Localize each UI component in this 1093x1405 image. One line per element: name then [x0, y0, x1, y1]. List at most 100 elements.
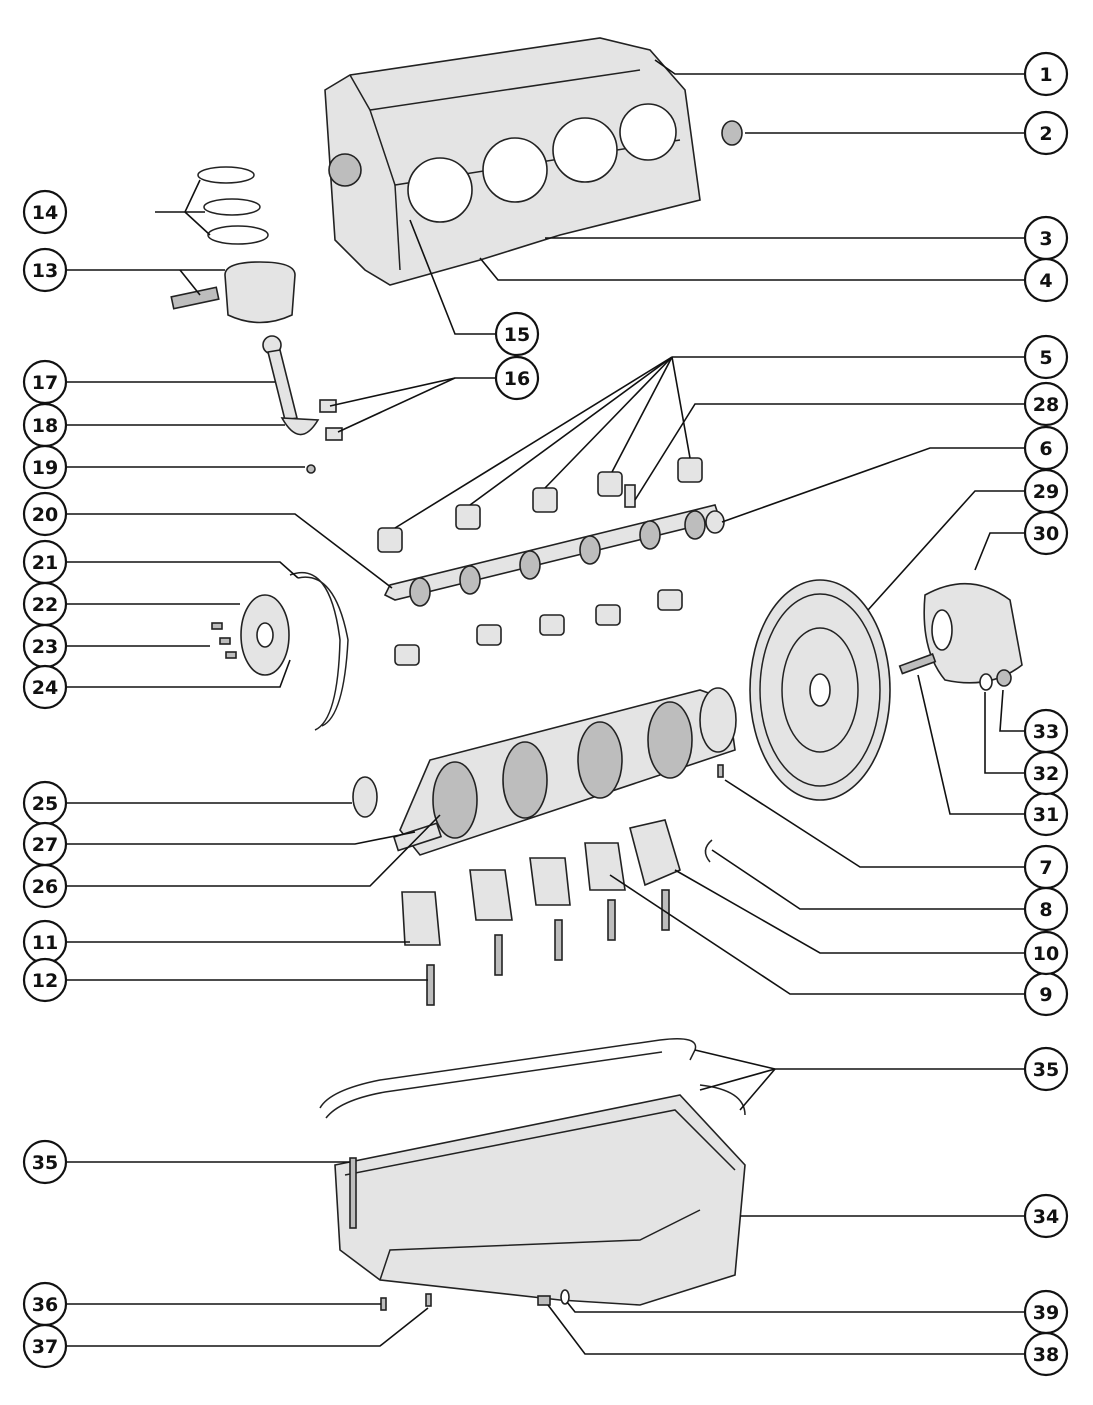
- dipstick-tube: [349, 1157, 357, 1229]
- callout-31: 31: [1023, 791, 1069, 837]
- callout-15: 15: [494, 311, 540, 357]
- rod-bearings: [319, 399, 343, 441]
- crankshaft-sprocket: [352, 776, 378, 818]
- main-bearings: [394, 589, 683, 666]
- callout-25: 25: [22, 780, 68, 826]
- drain-plug: [537, 1295, 551, 1306]
- callout-8-label: 8: [1039, 899, 1052, 921]
- callout-2-label: 2: [1039, 123, 1052, 145]
- flywheel: [749, 579, 891, 801]
- callout-35-lower-label: 35: [32, 1152, 58, 1174]
- callout-13-label: 13: [32, 260, 58, 282]
- callout-29-label: 29: [1033, 481, 1059, 503]
- timing-set: [211, 571, 349, 731]
- callout-14: 14: [22, 189, 68, 235]
- callout-24-label: 24: [32, 677, 58, 699]
- callout-16-label: 16: [504, 368, 530, 390]
- callout-38-label: 38: [1033, 1344, 1059, 1366]
- callout-33-label: 33: [1033, 721, 1059, 743]
- oil-pan: [334, 1094, 746, 1306]
- drive-coupler: [923, 582, 1023, 684]
- callout-34: 34: [1023, 1193, 1069, 1239]
- callout-35-upper-label: 35: [1033, 1059, 1059, 1081]
- callout-19-label: 19: [32, 457, 58, 479]
- callout-5: 5: [1023, 334, 1069, 380]
- callout-38: 38: [1023, 1331, 1069, 1377]
- callout-26-label: 26: [32, 876, 58, 898]
- callout-32-label: 32: [1033, 763, 1059, 785]
- callout-16: 16: [494, 355, 540, 401]
- cylinder-block: [324, 37, 701, 286]
- callout-1: 1: [1023, 51, 1069, 97]
- callout-13: 13: [22, 247, 68, 293]
- callout-10: 10: [1023, 930, 1069, 976]
- callout-20-label: 20: [32, 504, 58, 526]
- callout-4-label: 4: [1039, 270, 1052, 292]
- callout-30-label: 30: [1033, 523, 1059, 545]
- crankshaft: [392, 687, 737, 856]
- main-cap-bolts: [426, 889, 670, 1006]
- callout-31-label: 31: [1033, 804, 1059, 826]
- callout-23-label: 23: [32, 636, 58, 658]
- callout-7: 7: [1023, 844, 1069, 890]
- callout-9-label: 9: [1039, 984, 1052, 1006]
- callout-33: 33: [1023, 708, 1069, 754]
- callout-18: 18: [22, 402, 68, 448]
- callout-22-label: 22: [32, 594, 58, 616]
- callout-12: 12: [22, 957, 68, 1003]
- cam-bearings: [377, 457, 703, 553]
- callout-30: 30: [1023, 510, 1069, 556]
- connecting-rod: [262, 335, 320, 474]
- callout-9: 9: [1023, 971, 1069, 1017]
- callout-24: 24: [22, 664, 68, 710]
- oil-pan-gaskets: [319, 1038, 746, 1119]
- stud: [898, 653, 937, 675]
- callout-6: 6: [1023, 425, 1069, 471]
- callout-8: 8: [1023, 886, 1069, 932]
- callout-17-label: 17: [32, 372, 58, 394]
- piston: [170, 261, 296, 324]
- callout-11-label: 11: [32, 932, 58, 954]
- callout-21-label: 21: [32, 552, 58, 574]
- callout-12-label: 12: [32, 970, 58, 992]
- callout-27: 27: [22, 821, 68, 867]
- callout-1-label: 1: [1039, 64, 1052, 86]
- callout-23: 23: [22, 623, 68, 669]
- callout-3-label: 3: [1039, 228, 1052, 250]
- drain-plug-gasket: [560, 1289, 570, 1305]
- piston-rings: [197, 166, 269, 245]
- callout-6-label: 6: [1039, 438, 1052, 460]
- callout-35-lower: 35: [22, 1139, 68, 1185]
- callout-7-label: 7: [1039, 857, 1052, 879]
- callout-22: 22: [22, 581, 68, 627]
- callout-39: 39: [1023, 1289, 1069, 1335]
- rear-seal: [704, 839, 713, 863]
- callout-10-label: 10: [1033, 943, 1059, 965]
- callout-28: 28: [1023, 381, 1069, 427]
- leader-lines: [66, 59, 1025, 1355]
- callout-3: 3: [1023, 215, 1069, 261]
- oil-pan-bolt: [380, 1297, 387, 1311]
- callout-32: 32: [1023, 750, 1069, 796]
- callout-37-label: 37: [32, 1336, 58, 1358]
- expansion-plug: [721, 120, 743, 146]
- callout-11: 11: [22, 919, 68, 965]
- nut: [996, 669, 1012, 687]
- callout-36-label: 36: [32, 1294, 58, 1316]
- callout-36: 36: [22, 1281, 68, 1327]
- callout-37: 37: [22, 1323, 68, 1369]
- callout-19: 19: [22, 444, 68, 490]
- main-bearing-caps: [401, 819, 681, 946]
- callout-15-label: 15: [504, 324, 530, 346]
- callout-35-upper: 35: [1023, 1046, 1069, 1092]
- callout-28-label: 28: [1033, 394, 1059, 416]
- callout-2: 2: [1023, 110, 1069, 156]
- callout-34-label: 34: [1033, 1206, 1059, 1228]
- crank-key: [717, 764, 724, 778]
- camshaft: [383, 484, 725, 607]
- callout-21: 21: [22, 539, 68, 585]
- callout-26: 26: [22, 863, 68, 909]
- oil-pan-bolt-2: [425, 1293, 432, 1307]
